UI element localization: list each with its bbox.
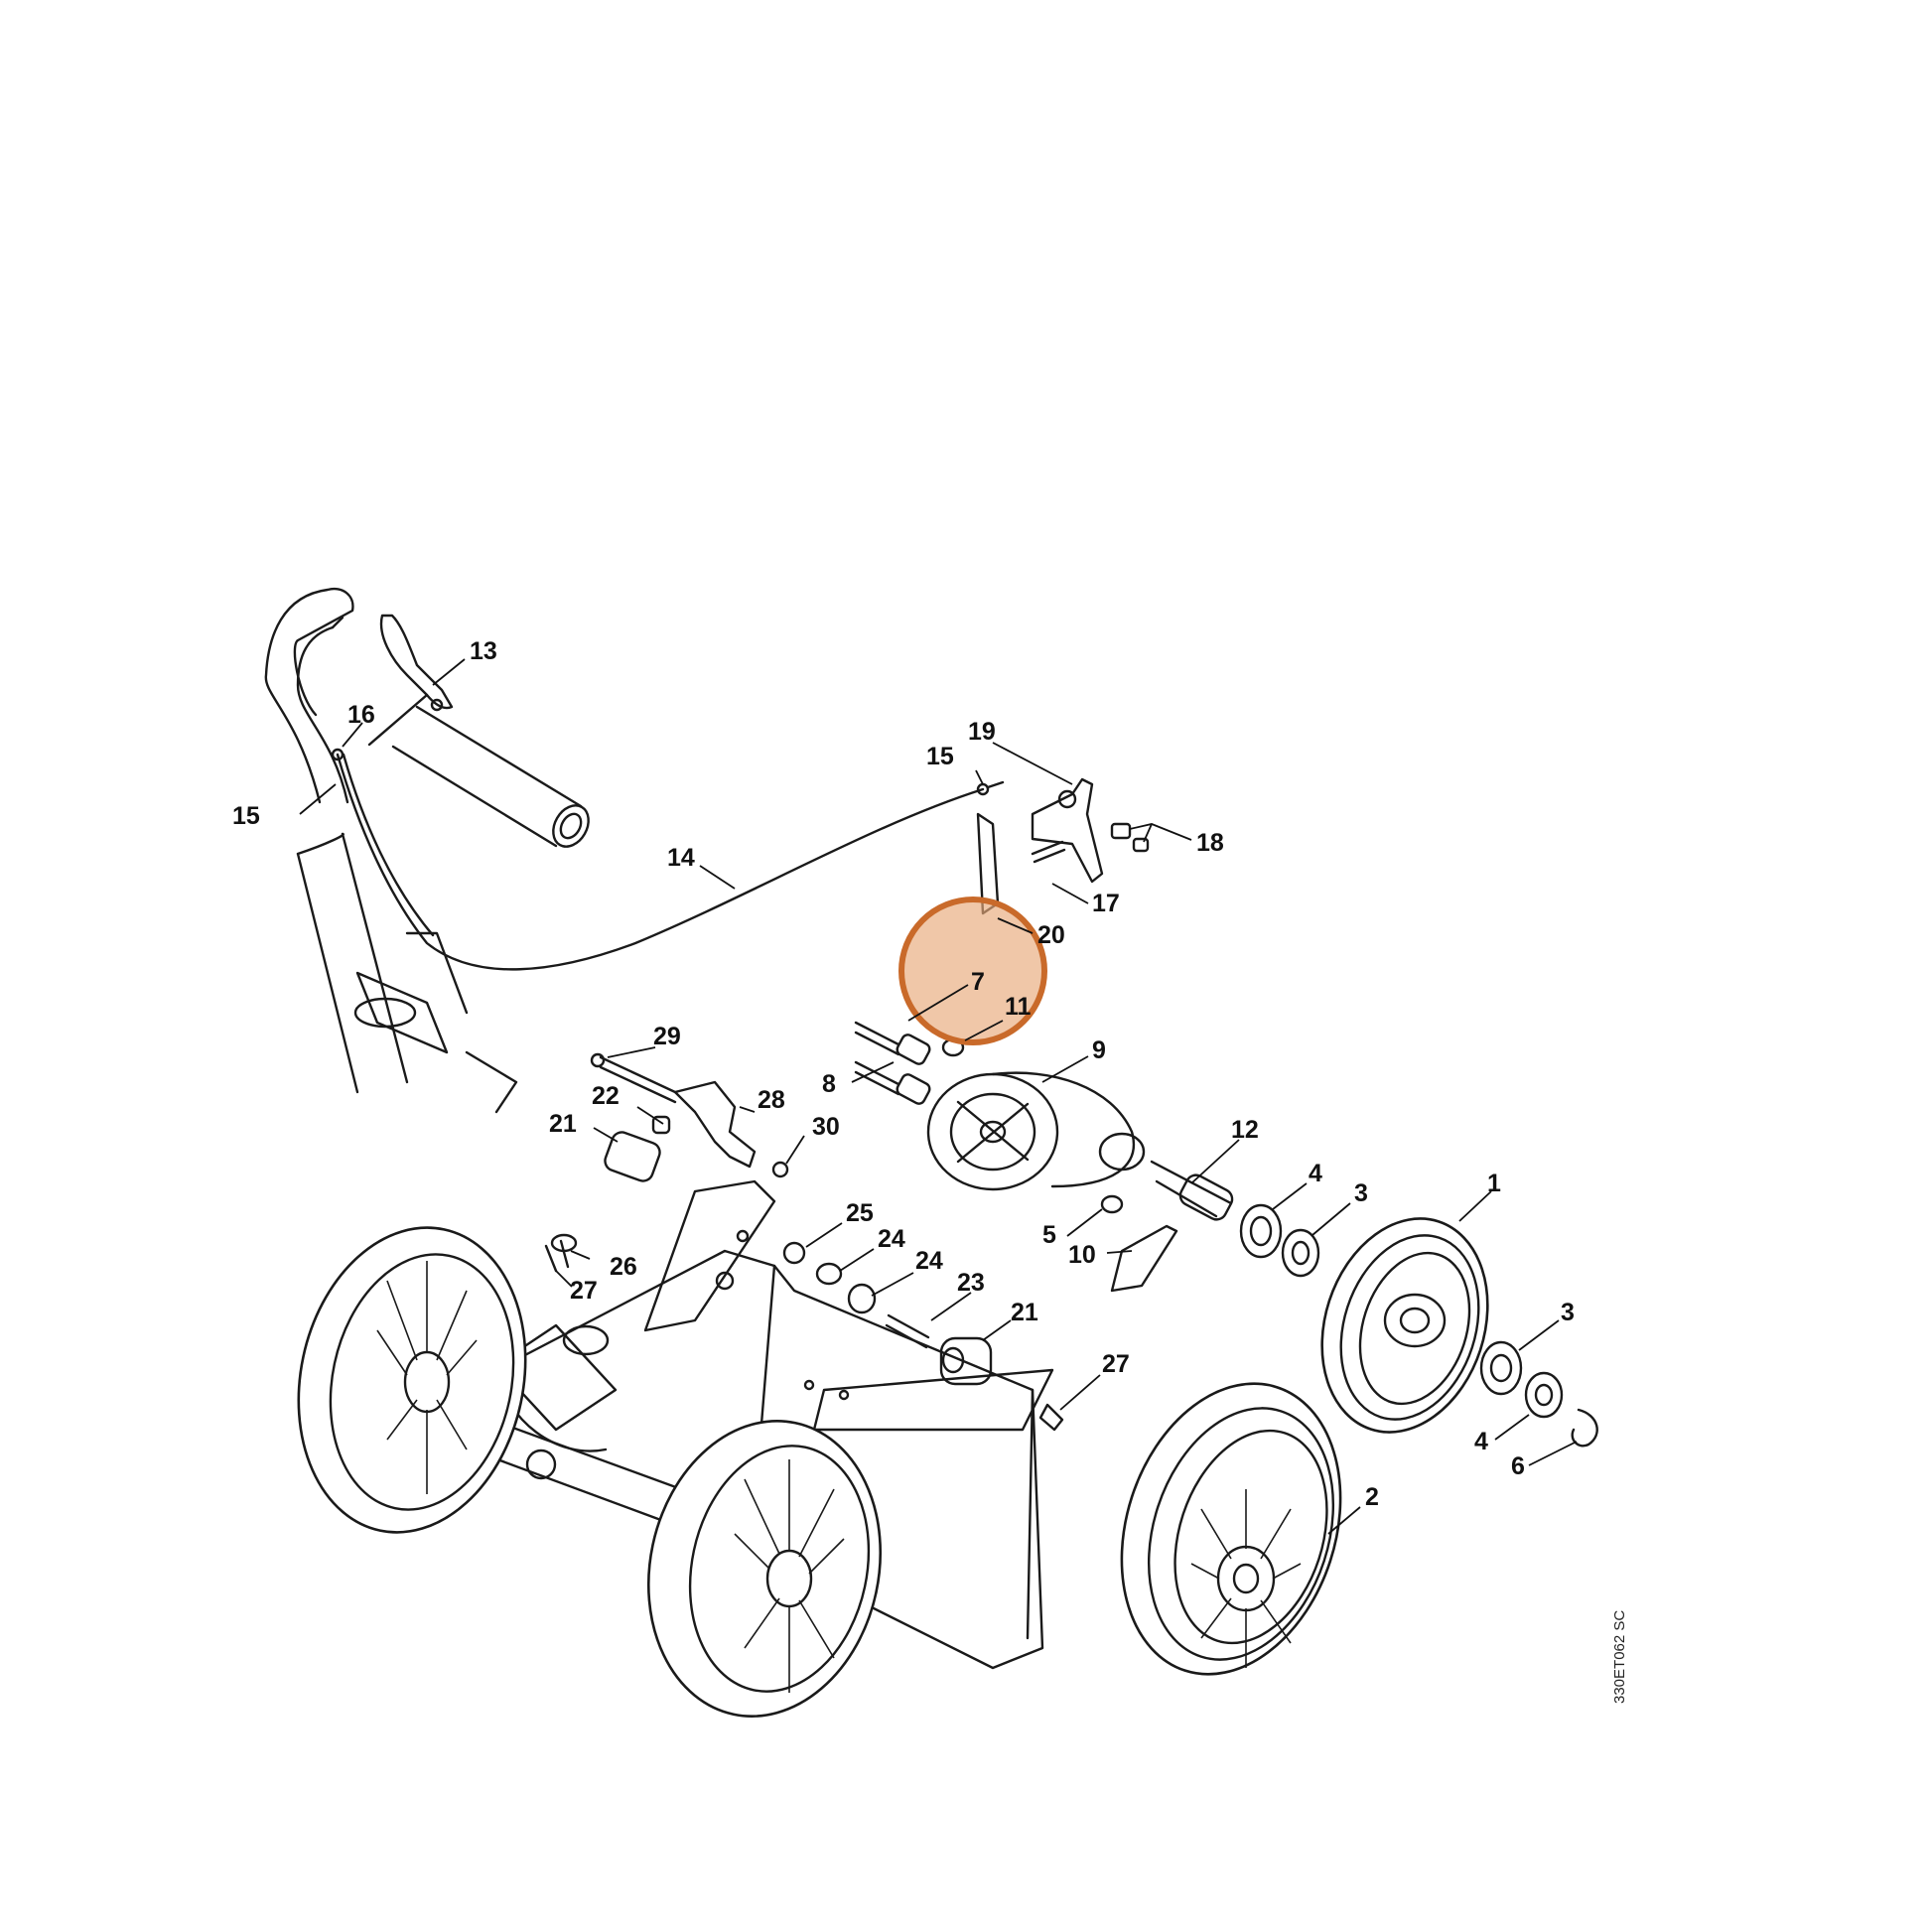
callout-17: 17 xyxy=(1092,890,1120,917)
callout-22: 22 xyxy=(592,1082,620,1110)
callout-13: 13 xyxy=(470,637,497,665)
pulley-housing xyxy=(926,1071,1146,1191)
wheel-right-rear xyxy=(1320,1217,1489,1434)
drawing-code: 330ET062 SC xyxy=(1611,1610,1628,1704)
callout-4: 4 xyxy=(1309,1160,1322,1187)
callout-labels: 13 16 15 15 14 19 18 17 20 7 11 9 8 29 2… xyxy=(232,637,1575,1511)
callout-18: 18 xyxy=(1196,829,1224,857)
highlight-marker xyxy=(898,897,1047,1045)
throttle-cable xyxy=(331,748,1005,971)
wheel-left-rear xyxy=(297,1226,527,1534)
callout-8: 8 xyxy=(822,1070,836,1098)
callout-1: 1 xyxy=(1487,1170,1501,1197)
axle-shaft xyxy=(1100,1160,1320,1293)
callout-2: 2 xyxy=(1365,1483,1379,1511)
callout-6: 6 xyxy=(1511,1452,1525,1480)
handle-grip xyxy=(391,705,590,848)
wheel-left-front xyxy=(646,1420,883,1718)
wheel-right-front xyxy=(1120,1382,1342,1676)
callout-20: 20 xyxy=(1037,921,1065,949)
tension-bolts xyxy=(854,1021,965,1105)
callout-19: 19 xyxy=(968,718,996,746)
callout-5: 5 xyxy=(1042,1221,1056,1249)
callout-23: 23 xyxy=(957,1269,985,1297)
callout-25: 25 xyxy=(846,1199,874,1227)
callout-16: 16 xyxy=(347,701,375,729)
callout-11: 11 xyxy=(1005,993,1032,1021)
wheel-hardware-right xyxy=(1479,1340,1598,1448)
callout-3: 3 xyxy=(1354,1179,1368,1207)
height-adjust-bracket xyxy=(590,1052,789,1182)
callout-14: 14 xyxy=(667,844,695,872)
cable-bracket xyxy=(976,777,1150,915)
callout-29: 29 xyxy=(653,1023,681,1050)
lower-hardware xyxy=(544,1233,1064,1432)
control-lever xyxy=(367,614,454,747)
callout-24: 24 xyxy=(915,1247,943,1275)
callout-30: 30 xyxy=(812,1113,840,1141)
callout-7: 7 xyxy=(971,968,985,996)
handle-bar xyxy=(264,587,518,1114)
callout-15: 15 xyxy=(926,743,954,770)
callout-27: 27 xyxy=(570,1277,598,1305)
callout-27: 27 xyxy=(1102,1350,1130,1378)
callout-15: 15 xyxy=(232,802,260,830)
callout-9: 9 xyxy=(1092,1036,1106,1064)
callout-21: 21 xyxy=(1011,1299,1038,1326)
callout-4: 4 xyxy=(1474,1428,1488,1455)
callout-24: 24 xyxy=(878,1225,905,1253)
callout-12: 12 xyxy=(1231,1116,1259,1144)
callout-3: 3 xyxy=(1561,1299,1575,1326)
leader-lines xyxy=(299,658,1578,1535)
callout-10: 10 xyxy=(1068,1241,1096,1269)
callout-28: 28 xyxy=(758,1086,785,1114)
callout-21: 21 xyxy=(549,1110,577,1138)
callout-26: 26 xyxy=(610,1253,637,1281)
